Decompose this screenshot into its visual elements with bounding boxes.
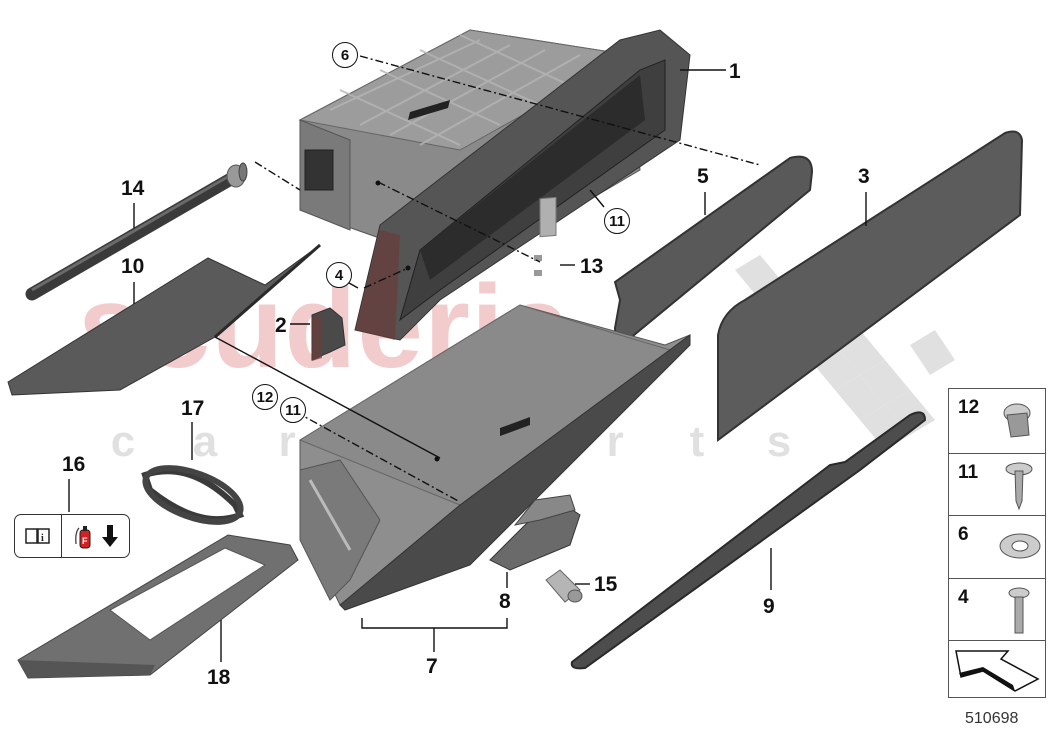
callout-1: 1	[729, 60, 741, 83]
callout-14: 14	[121, 177, 145, 200]
callout-7: 7	[426, 655, 438, 678]
part-2-cover	[311, 307, 346, 361]
down-arrow-icon	[101, 525, 118, 547]
callout-17: 17	[181, 397, 205, 420]
circled-callout-12: 12	[252, 384, 278, 410]
svg-text:i: i	[41, 533, 44, 544]
legend-item-12: 12	[949, 389, 1045, 454]
legend-item-arrow	[949, 641, 1045, 698]
legend-item-11: 11	[949, 454, 1045, 516]
part-14-tube	[25, 162, 248, 301]
part-15-lock-cylinder	[545, 569, 583, 603]
callout-9: 9	[763, 595, 775, 618]
arrow-symbol-icon	[955, 650, 1040, 692]
callout-3: 3	[858, 165, 870, 188]
owner-manual-icon: i	[15, 515, 62, 557]
part-17-strap	[141, 465, 245, 525]
washer-head-screw-icon	[1005, 462, 1033, 511]
part-10-panel	[7, 243, 321, 396]
part-18-tray	[17, 534, 299, 679]
part-8-handle	[489, 494, 581, 571]
circled-callout-11: 11	[604, 208, 630, 234]
clip-nut-icon	[999, 533, 1041, 559]
document-number: 510698	[965, 710, 1019, 727]
callout-15: 15	[594, 573, 618, 596]
callout-5: 5	[697, 165, 709, 188]
part-13-clip	[534, 196, 557, 276]
legend-item-4: 4	[949, 579, 1045, 641]
part-7-glovebox-lid	[298, 304, 691, 611]
callout-13: 13	[580, 255, 604, 278]
legend-item-6: 6	[949, 516, 1045, 579]
callout-10: 10	[121, 255, 145, 278]
fastener-legend: 12 11 6 4	[948, 388, 1046, 698]
dash-dot-lines	[254, 55, 761, 503]
circled-callout-11: 11	[280, 397, 306, 423]
svg-text:F: F	[82, 536, 88, 546]
part-9-trim-strip	[570, 411, 927, 670]
part-3-trim	[717, 130, 1024, 442]
countersunk-screw-icon	[1008, 587, 1030, 634]
warning-label-part-16: i F	[14, 514, 130, 558]
circled-callout-4: 4	[326, 262, 352, 288]
expanding-nut-icon	[1003, 403, 1031, 438]
circled-callout-6: 6	[332, 42, 358, 68]
callout-8: 8	[499, 590, 511, 613]
fire-extinguisher-icon: F	[74, 526, 90, 549]
callout-18: 18	[207, 666, 231, 689]
callout-16: 16	[62, 453, 86, 476]
callout-2: 2	[275, 314, 287, 337]
